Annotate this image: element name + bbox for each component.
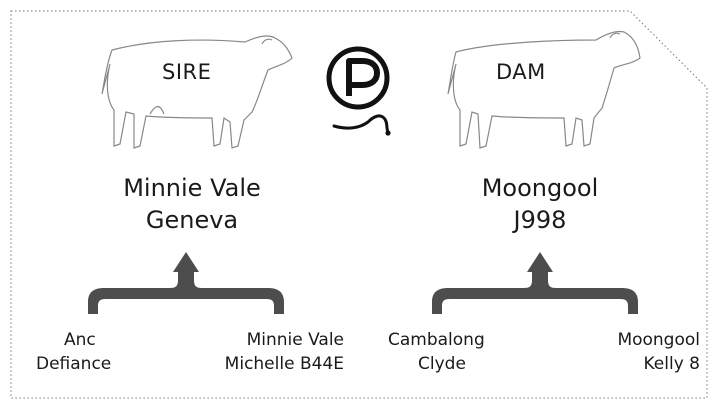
dam-sire-line1: Cambalong <box>388 330 485 350</box>
sire-cow-icon <box>101 35 293 149</box>
dam-name-line2: J998 <box>513 206 567 234</box>
dam-dam-line2: Kelly 8 <box>643 354 701 374</box>
sire-name: Minnie Vale Geneva <box>72 172 312 236</box>
dam-sire-line2: Clyde <box>418 354 466 374</box>
dam-dam: Moongool Kelly 8 <box>560 328 700 376</box>
sire-name-line2: Geneva <box>145 206 239 234</box>
dam-dam-line1: Moongool <box>617 330 700 350</box>
sire-sire-line1: Anc <box>64 330 96 350</box>
sire-bracket-arrow <box>88 252 284 314</box>
sire-dam: Minnie Vale Michelle B44E <box>204 328 344 376</box>
dam-name: Moongool J998 <box>420 172 660 236</box>
dam-bracket-arrow <box>432 252 638 314</box>
sire-sire-line2: Defiance <box>36 354 112 374</box>
dam-label: DAM <box>496 60 546 84</box>
sire-dam-line2: Michelle B44E <box>224 354 344 374</box>
dam-sire: Cambalong Clyde <box>388 328 485 376</box>
sire-name-line1: Minnie Vale <box>123 174 261 202</box>
p-brand-logo-icon <box>326 46 391 136</box>
sire-label: SIRE <box>162 60 212 84</box>
dam-cow-icon <box>447 30 641 149</box>
sire-dam-line1: Minnie Vale <box>246 330 344 350</box>
dam-name-line1: Moongool <box>481 174 599 202</box>
sire-sire: Anc Defiance <box>36 328 111 376</box>
